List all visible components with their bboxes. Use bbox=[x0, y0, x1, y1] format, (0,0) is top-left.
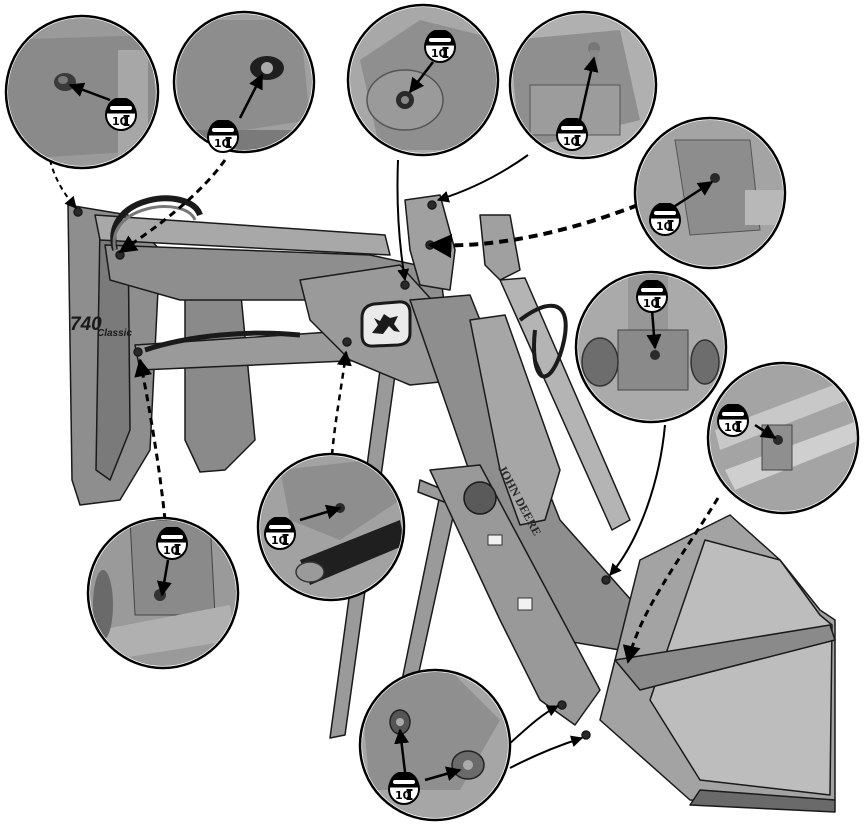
pivot-point bbox=[427, 200, 437, 210]
leader-solid bbox=[396, 159, 410, 282]
pivot-point bbox=[601, 575, 611, 585]
interval-label: 10 bbox=[431, 47, 447, 60]
bucket-inner bbox=[649, 539, 833, 796]
leader-lines bbox=[49, 154, 720, 769]
pivot-point bbox=[400, 280, 410, 290]
pivot-point bbox=[557, 700, 567, 710]
leader-dashed bbox=[49, 159, 77, 209]
pivot-point bbox=[115, 250, 125, 260]
leader-dashed bbox=[330, 350, 352, 456]
model-number: 740 bbox=[70, 314, 102, 335]
model-suffix: Classic bbox=[97, 328, 132, 339]
leader-dashed bbox=[134, 358, 167, 521]
interval-label: 10 bbox=[563, 135, 579, 148]
boom-tower-right bbox=[479, 214, 521, 281]
interval-label: 10 bbox=[724, 421, 740, 434]
boom-decal-2 bbox=[517, 597, 533, 611]
pivot-point bbox=[342, 337, 352, 347]
hydraulic-hoses bbox=[110, 195, 203, 251]
hydraulic-hose-lower bbox=[144, 330, 301, 353]
callout-upper-arm-pivot: 10 bbox=[172, 10, 316, 154]
leader-solid bbox=[436, 154, 529, 203]
callout-upper-left-pivot: 10 bbox=[4, 14, 160, 170]
callout-boom-cylinder-top: 10 bbox=[508, 10, 658, 160]
boom-decal bbox=[487, 534, 503, 546]
callout-bucket-link-right: 10 bbox=[706, 361, 860, 515]
boom-cylinder bbox=[469, 314, 561, 526]
hydraulic-hose-front bbox=[518, 303, 568, 379]
pivot-point bbox=[133, 347, 143, 357]
leader-solid bbox=[609, 424, 666, 576]
leader-dashed bbox=[118, 159, 227, 254]
leader-dashed bbox=[622, 497, 720, 664]
callout-bucket-cylinder-rod: 10 bbox=[574, 270, 728, 424]
pivot-point bbox=[581, 730, 591, 740]
callout-bucket-pivots: 10 bbox=[358, 668, 512, 822]
bucket-edge bbox=[689, 789, 836, 813]
leader-dashed bbox=[427, 203, 639, 259]
boom-tube-opening bbox=[463, 481, 497, 515]
interval-label: 10 bbox=[163, 544, 179, 557]
interval-label: 10 bbox=[112, 115, 128, 128]
callout-boom-top-pivot: 10 bbox=[346, 3, 500, 157]
callout-mount-lower-pivot: 10 bbox=[86, 516, 240, 670]
bucket-floor bbox=[614, 624, 836, 691]
upper-crossbar bbox=[94, 214, 391, 256]
boom-arm-front-lower bbox=[429, 464, 601, 726]
loader-illustration bbox=[67, 194, 836, 813]
callout-upper-link-bracket: 10 bbox=[633, 116, 787, 270]
interval-label: 10 bbox=[214, 137, 230, 150]
leader-solid bbox=[507, 705, 560, 746]
callout-boom-cylinder-base: 10 bbox=[256, 452, 406, 602]
interval-label: 10 bbox=[643, 297, 659, 310]
mounting-frame-rear bbox=[184, 279, 256, 473]
interval-label: 10 bbox=[271, 534, 287, 547]
interval-label: 10 bbox=[656, 220, 672, 233]
interval-label: 10 bbox=[395, 789, 411, 802]
brand-logo bbox=[360, 300, 412, 348]
leader-solid bbox=[509, 735, 584, 769]
pivot-point bbox=[73, 207, 83, 217]
